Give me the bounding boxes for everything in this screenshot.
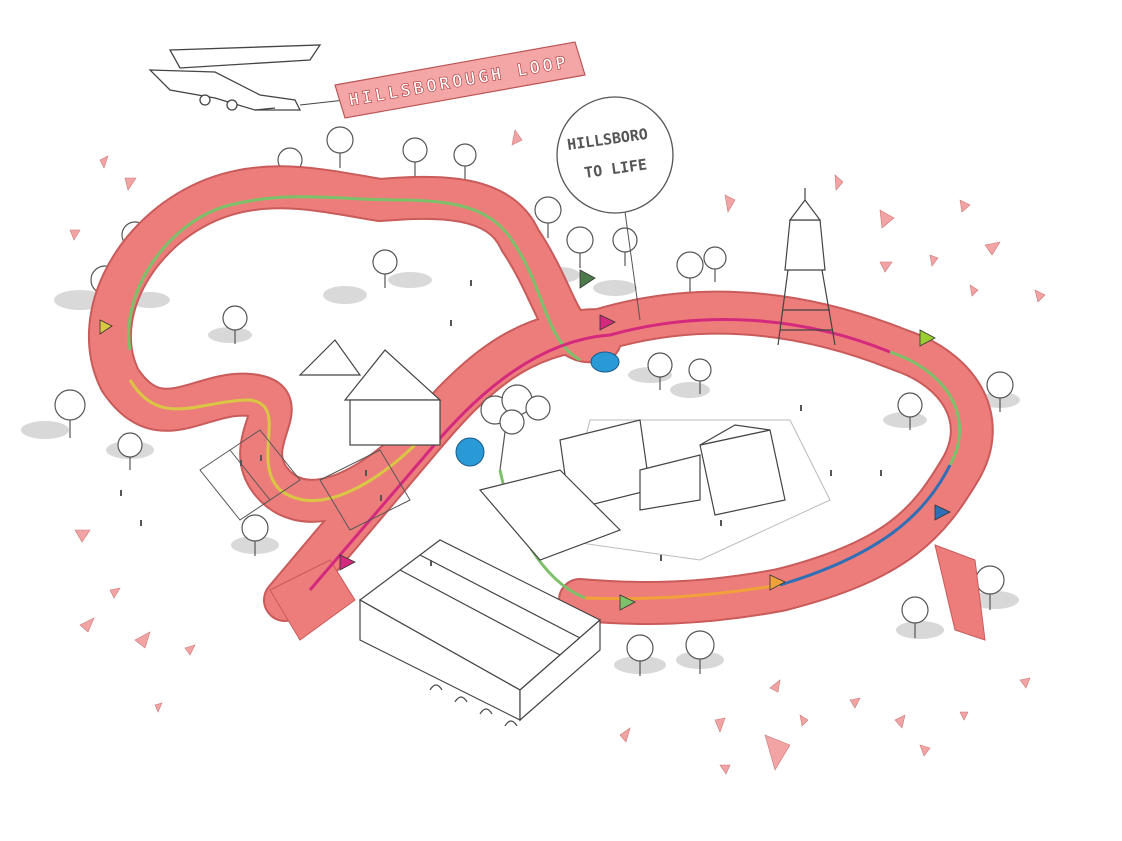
flag-icon [599, 314, 616, 331]
kite [69, 229, 81, 241]
kite [511, 129, 523, 146]
balloon-icon [480, 384, 551, 471]
kite [724, 194, 736, 213]
banner: HILLSBOROUGH LOOP [334, 41, 586, 119]
flag-icon [769, 574, 786, 591]
tree [402, 137, 428, 176]
speech-bubble: HILLSBORO TO LIFE [556, 96, 674, 321]
tree [647, 352, 673, 390]
people [120, 280, 882, 566]
tree [975, 565, 1005, 610]
water-tower-icon [777, 188, 836, 346]
water-feature [455, 437, 485, 467]
tent-pavilion [298, 339, 442, 446]
kite [619, 727, 631, 743]
water-feature [590, 351, 620, 373]
kite [799, 714, 809, 727]
path-magenta [308, 318, 891, 591]
path-orange [584, 583, 781, 601]
tree [986, 371, 1014, 412]
banner-tether [299, 99, 346, 106]
kite [74, 529, 91, 543]
kite [959, 199, 971, 213]
kite [984, 241, 1001, 256]
tree [372, 249, 398, 288]
flag-icon [579, 269, 596, 289]
tree [703, 246, 727, 282]
kite [134, 631, 151, 649]
path-green-east [889, 350, 962, 466]
kite [849, 697, 861, 709]
sports-courts [199, 429, 411, 531]
flag-icon [99, 319, 113, 335]
tree [612, 227, 638, 266]
tree [117, 432, 143, 470]
airplane-icon [148, 44, 322, 111]
greenhouse-icon [358, 539, 602, 727]
tree [54, 389, 86, 438]
flag-icon [934, 504, 951, 521]
kite [154, 702, 163, 713]
tree [685, 630, 715, 674]
loop-ramp-east [934, 544, 986, 641]
kite [764, 734, 791, 771]
tree [897, 392, 923, 430]
kite [879, 261, 893, 273]
kite [79, 617, 95, 633]
tree [453, 143, 477, 180]
flag-icon [339, 554, 356, 571]
tree [901, 596, 929, 638]
tree [534, 196, 562, 238]
tree [566, 226, 594, 268]
kite [769, 679, 781, 693]
path-blue [779, 464, 952, 587]
buildings [478, 419, 786, 561]
tree [222, 305, 248, 344]
loop-ramp-southwest [269, 559, 356, 641]
kites [69, 129, 1046, 775]
kite [894, 714, 906, 729]
kite [834, 174, 844, 191]
kite [184, 644, 196, 656]
flag-icon [919, 329, 936, 347]
kite [919, 744, 931, 757]
path-green [127, 195, 581, 362]
tree [326, 126, 354, 168]
kite [1034, 289, 1046, 303]
flag-icon [619, 594, 636, 611]
kite [879, 209, 895, 229]
kite [109, 587, 121, 599]
kite [719, 764, 731, 775]
tree [626, 634, 654, 676]
kite [99, 155, 109, 169]
kite [959, 711, 969, 721]
flags [99, 269, 951, 611]
kite [1019, 677, 1031, 689]
tree [241, 514, 269, 556]
kite [969, 284, 979, 297]
long-building [478, 469, 622, 561]
tree [676, 251, 704, 292]
kite [929, 254, 939, 267]
kite [714, 717, 726, 733]
tree [688, 358, 712, 394]
kite [124, 177, 137, 191]
